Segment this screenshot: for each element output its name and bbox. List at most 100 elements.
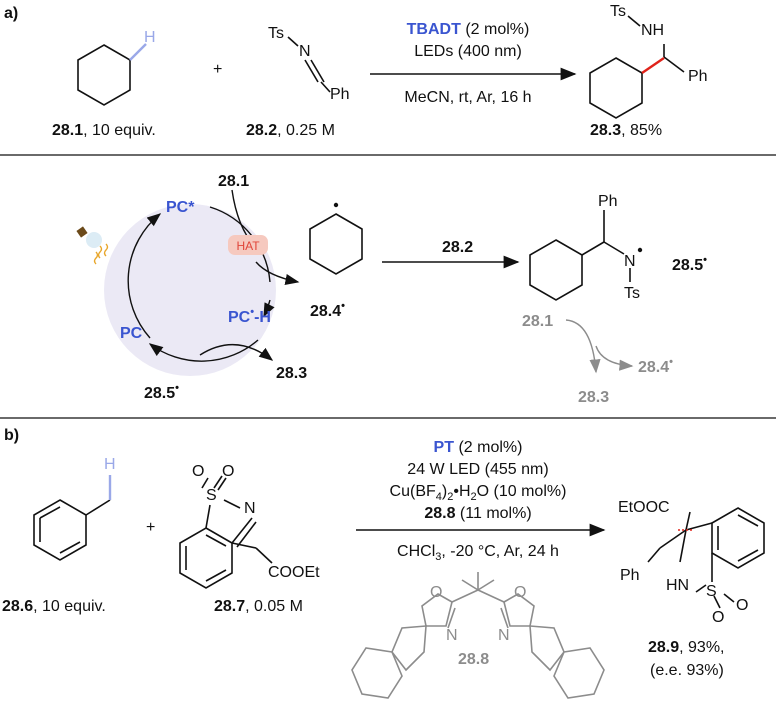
sm2-id: 28.2 <box>246 122 277 139</box>
adduct-28-5-label: 28.5• <box>672 254 707 274</box>
mech-28-1-label: 28.1 <box>218 173 249 190</box>
conditions-b-solvent: CHCl3, -20 °C, Ar, 24 h <box>397 543 559 563</box>
prod-caption: 28.3, 85% <box>590 122 662 139</box>
adduct-ts-label: Ts <box>624 285 640 302</box>
cu-part3: •H <box>453 483 470 500</box>
sm-28-6-info: , 10 equiv. <box>33 598 106 615</box>
prod-o-label-1: O <box>712 609 724 626</box>
gray-side-arrow <box>595 345 634 371</box>
box-ligand-structure <box>351 572 605 699</box>
sm1-id: 28.1 <box>52 122 83 139</box>
plus-sign-a: + <box>213 61 222 78</box>
prod-ph-label-b: Ph <box>620 567 640 584</box>
sm-28-7-id: 28.7 <box>214 598 245 615</box>
prod-nh-label: NH <box>641 22 664 39</box>
radical-28-4-label: 28.4• <box>310 300 345 320</box>
gray-28-4-label: 28.4• <box>638 356 673 376</box>
ligand-ref: 28.8 <box>424 505 455 522</box>
hat-out-arrow <box>255 261 300 286</box>
product-28-3-structure <box>589 44 685 119</box>
ligand-n-right: N <box>498 627 510 644</box>
hat-badge <box>228 235 268 255</box>
prod-ph-label: Ph <box>688 68 708 85</box>
conditions-b-light: 24 W LED (455 nm) <box>407 461 548 478</box>
prod-info: , 85% <box>621 122 662 139</box>
ligand-28-8-label: 28.8 <box>458 651 489 668</box>
cu-part2: ) <box>442 483 447 500</box>
prod-id: 28.3 <box>590 122 621 139</box>
catalytic-cycle-disk <box>104 204 276 376</box>
ligand-o-left: O <box>430 584 442 601</box>
solvent-sub: 3 <box>435 551 441 563</box>
prod-ts-label: Ts <box>610 3 626 20</box>
cu-part1: Cu(BF <box>390 483 436 500</box>
conditions-a-solvent: MeCN, rt, Ar, 16 h <box>404 89 531 106</box>
pt-loading: (2 mol%) <box>454 439 522 456</box>
ester-label: COOEt <box>268 564 320 581</box>
plus-sign-b: + <box>146 519 155 536</box>
gray-28-3-label: 28.3 <box>578 389 609 406</box>
ph-group-label: Ph <box>330 86 350 103</box>
ligand-o-right: O <box>514 584 526 601</box>
pch-h: -H <box>254 309 271 326</box>
pt-catalyst: PT <box>434 439 455 456</box>
cu-sub1: 4 <box>436 491 442 503</box>
conditions-a-line1: TBADT (2 mol%) <box>407 21 530 38</box>
conditions-a-light: LEDs (400 nm) <box>414 43 522 60</box>
tbadt-catalyst: TBADT <box>407 21 461 38</box>
tbadt-loading: (2 mol%) <box>461 21 529 38</box>
gray-28-1-label: 28.1 <box>522 313 553 330</box>
conditions-b-copper: Cu(BF4)2•H2O (10 mol%) <box>390 483 567 503</box>
regen-arrow <box>199 344 274 361</box>
prod-ester-label: EtOOC <box>618 499 670 516</box>
pch-text: PC <box>228 309 251 326</box>
in-28-5-dot: • <box>175 382 179 394</box>
sm1-caption: 28.1, 10 equiv. <box>52 122 156 139</box>
mech-28-5-label: 28.5• <box>144 382 179 402</box>
conditions-b-ligand: 28.8 (11 mol%) <box>424 505 531 522</box>
solvent-part2: , -20 °C, Ar, 24 h <box>441 543 559 560</box>
adduct-n-label: N <box>624 253 636 270</box>
ch-bond-highlight <box>129 43 147 61</box>
in-28-5-id: 28.5 <box>144 385 175 402</box>
sulfur-label: S <box>206 487 217 504</box>
ligand-n-left: N <box>446 627 458 644</box>
imine-n-label-b: N <box>244 500 256 517</box>
radical-dot <box>333 202 339 208</box>
prod-28-9-ee: (e.e. 93%) <box>650 662 724 679</box>
sm2-info: , 0.25 M <box>277 122 335 139</box>
cyclohexane-structure <box>77 44 131 106</box>
prod-28-9-id: 28.9 <box>648 639 679 656</box>
pc-h-label: PC•-H <box>228 306 271 326</box>
ligand-loading: (11 mol%) <box>455 505 531 522</box>
oxygen-label-2: O <box>222 463 234 480</box>
sm-28-7-caption: 28.7, 0.05 M <box>214 598 303 615</box>
sm1-info: , 10 equiv. <box>83 122 156 139</box>
new-cc-bond <box>641 57 665 74</box>
section-b-label: b) <box>4 427 19 444</box>
conditions-b-line1: PT (2 mol%) <box>434 439 523 456</box>
prod-hn-label: HN <box>666 577 689 594</box>
cycle-arc-left <box>127 213 162 339</box>
gray-28-4-dot: • <box>669 356 673 368</box>
benzylic-h-label: H <box>104 456 116 473</box>
light-bulb-icon <box>76 226 109 265</box>
addition-label-28-2: 28.2 <box>442 239 473 256</box>
n-radical-adduct-structure <box>529 210 631 301</box>
hydrogen-atom-label: H <box>144 29 156 46</box>
radical-id: 28.4 <box>310 303 341 320</box>
imine-n-label: N <box>299 43 311 60</box>
sm2-caption: 28.2, 0.25 M <box>246 122 335 139</box>
prod-o-label-2: O <box>736 597 748 614</box>
gray-down-arrow <box>565 319 601 374</box>
pc-label: PC <box>120 325 143 342</box>
oxygen-label-1: O <box>192 463 204 480</box>
sm-28-7-info: , 0.05 M <box>245 598 303 615</box>
n-radical-dot <box>637 247 643 253</box>
cu-sub2: 2 <box>447 491 453 503</box>
cyclohexyl-radical-structure <box>309 213 363 275</box>
section-a-label: a) <box>4 5 18 22</box>
mech-28-3-label: 28.3 <box>276 365 307 382</box>
